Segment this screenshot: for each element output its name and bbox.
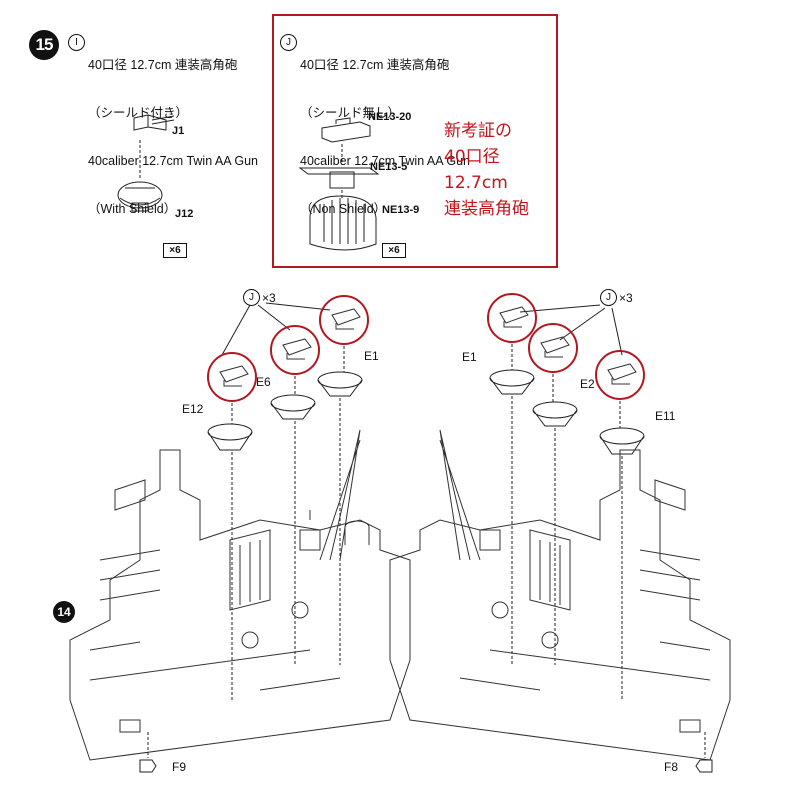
part-label-j12: J12	[175, 208, 194, 220]
e2-ring-right	[532, 401, 578, 427]
ne13-20-part-drawing	[321, 117, 371, 143]
left-callout-j-marker: J	[243, 289, 260, 306]
step-number-badge: 15	[29, 30, 59, 60]
option-j-line1: 40口径 12.7cm 連装高角砲	[300, 58, 450, 72]
right-callout-j-marker: J	[600, 289, 617, 306]
part-label-right-e1: E1	[462, 350, 477, 364]
e1-ring-left	[317, 371, 363, 397]
revision-note: 新考証の 40口径 12.7cm 連装高角砲	[444, 118, 529, 222]
left-callout-j-times-3: J ×3	[243, 289, 276, 306]
part-label-left-e6: E6	[256, 375, 271, 389]
option-i-line1: 40口径 12.7cm 連装高角砲	[88, 58, 238, 72]
option-i-description: 40口径 12.7cm 連装高角砲 （シールド付き） 40caliber 12.…	[88, 25, 258, 233]
option-j-quantity: ×6	[382, 243, 406, 258]
j12-part-drawing	[117, 181, 163, 212]
option-j-description: 40口径 12.7cm 連装高角砲 （シールド無し） 40caliber 12.…	[300, 25, 470, 233]
left-superstructure-drawing	[69, 429, 411, 761]
revision-note-line4: 連装高角砲	[444, 199, 529, 219]
option-j-line2: （シールド無し）	[300, 106, 401, 120]
part-label-ne13-5: NE13-5	[370, 161, 408, 173]
revision-note-line3: 12.7cm	[444, 173, 508, 193]
reference-step-badge: 14	[53, 601, 75, 623]
part-label-ne13-9: NE13-9	[382, 204, 420, 216]
e1-ring-right	[489, 369, 535, 395]
e6-ring-left	[270, 394, 316, 420]
option-i-line4: （With Shield）	[88, 202, 177, 216]
part-label-left-e1: E1	[364, 349, 379, 363]
revision-note-line2: 40口径	[444, 147, 500, 167]
part-label-right-e2: E2	[580, 377, 595, 391]
f8-part-drawing	[695, 759, 713, 773]
f9-part-drawing	[139, 759, 157, 773]
revision-note-line1: 新考証の	[444, 121, 512, 141]
part-label-f9: F9	[172, 760, 187, 774]
j1-part-drawing	[133, 114, 175, 131]
part-label-left-e12: E12	[182, 402, 204, 416]
e11-ring-right	[599, 427, 645, 455]
part-label-f8: F8	[664, 760, 679, 774]
right-callout-j-times-3: J ×3	[600, 289, 633, 306]
right-superstructure-drawing	[389, 429, 731, 761]
option-i-quantity: ×6	[163, 243, 187, 258]
part-label-ne13-20: NE13-20	[368, 111, 412, 123]
ne13-5-part-drawing	[298, 167, 380, 189]
option-j-line4: （Non Shield）	[300, 202, 387, 216]
option-j-marker: J	[280, 34, 297, 51]
e12-ring-left	[207, 423, 253, 451]
option-j-highlight-box	[272, 14, 558, 268]
option-i-line2: （シールド付き）	[88, 106, 189, 120]
right-callout-qty: ×3	[619, 290, 633, 305]
part-label-j1: J1	[172, 125, 185, 137]
left-callout-qty: ×3	[262, 290, 276, 305]
part-label-right-e11: E11	[655, 409, 676, 423]
option-j-line3: 40caliber 12.7cm Twin AA Gun	[300, 154, 471, 168]
ne13-9-part-drawing	[309, 195, 377, 251]
option-i-line3: 40caliber 12.7cm Twin AA Gun	[88, 154, 259, 168]
option-i-marker: I	[68, 34, 85, 51]
